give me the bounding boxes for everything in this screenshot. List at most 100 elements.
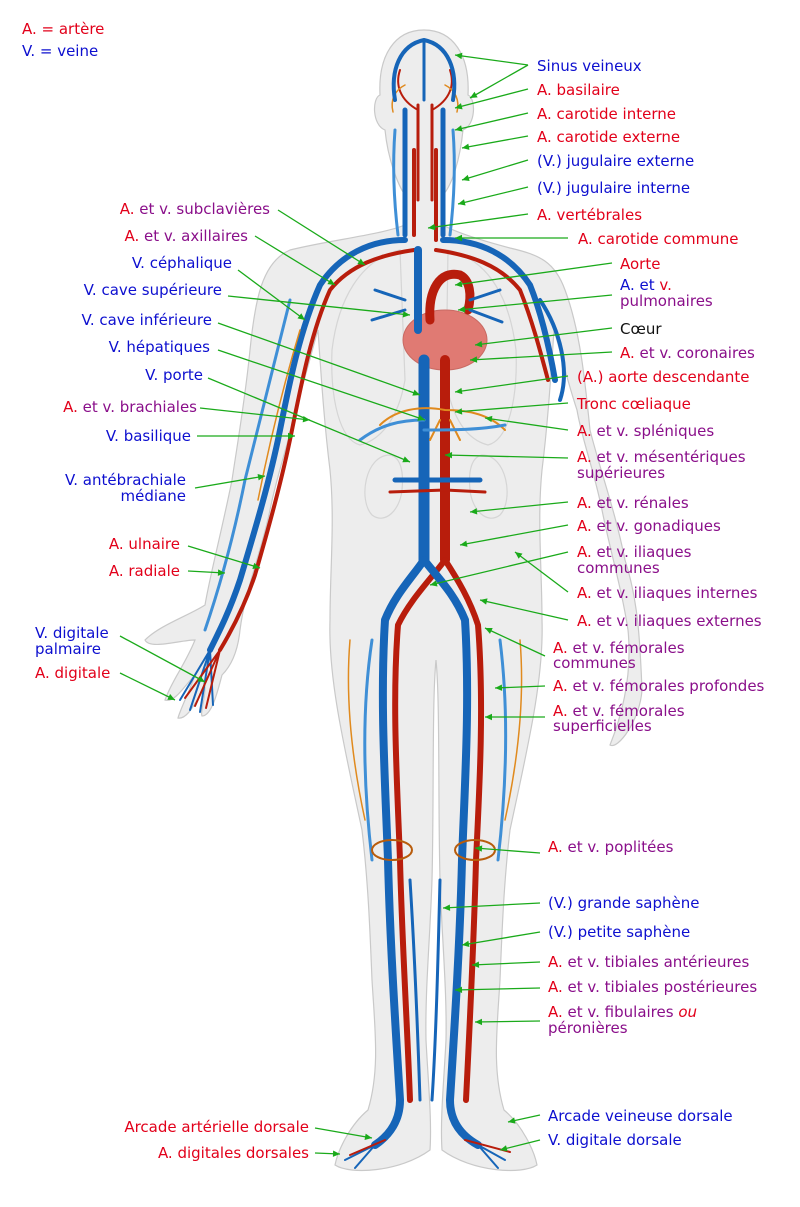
label-av-tibiales-anterieures: A. et v. tibiales antérieures [548,953,750,971]
leader-line [469,351,613,361]
label-v-cave-superieure: V. cave supérieure [84,281,222,299]
kidney-left-outline [364,454,404,519]
leader-line [494,685,546,689]
leader-arrowhead [443,904,451,911]
label-av-subclavieres: A. et v. subclavières [120,200,270,218]
label-part: et v. poplitées [568,838,674,856]
leader-line [457,294,613,311]
label-part: pulmonaires [620,292,713,310]
label-av-femorales-profondes: A. et v. fémorales profondes [553,677,765,695]
leader-arrowhead [364,1133,372,1140]
anatomy-labels: Sinus veineux A. basilaire A. carotide i… [35,57,765,1162]
label-part: V. digitale dorsale [548,1131,682,1149]
leader-line [454,88,529,109]
label-v-digitale-palmaire-line2: palmaire [35,640,101,658]
label-part: et v. coronaires [640,344,755,362]
leader-arrowhead [430,580,438,587]
leader-arrowhead [462,143,470,150]
leader-arrowhead [462,174,470,182]
label-part: Tronc cœliaque [576,395,691,413]
leader-line [484,417,569,431]
leader-line [461,135,529,149]
leader-line [469,501,569,513]
leader-line [119,672,176,701]
label-part: et v. gonadiques [597,517,721,535]
label-part: et v. brachiales [83,398,198,416]
leader-line [429,551,569,586]
leader-arrowhead [458,306,466,313]
label-part: péronières [548,1019,628,1037]
label-part: A. [577,584,597,602]
label-part: et v. axillaires [144,227,248,245]
lung-right-outline [445,249,517,446]
leader-arrowhead [455,52,463,60]
label-part: A. [553,639,573,657]
label-part: (V.) grande saphène [548,894,699,912]
label-part: et v. fibulaires [568,1003,679,1021]
label-av-tibiales-posterieures: A. et v. tibiales postérieures [548,978,757,996]
label-part: A. [620,344,640,362]
leader-line [469,64,529,99]
leader-arrowhead [455,103,463,110]
label-part: communes [577,559,660,577]
label-part: A. [553,677,573,695]
label-part: (V.) jugulaire externe [537,152,694,170]
leader-line [514,551,569,593]
label-av-femorales-communes-line2: communes [553,654,636,672]
label-part: A. carotide commune [578,230,738,248]
label-av-femorales-superficielles-line1: A. et v. fémorales [553,702,685,720]
label-v-grande-saphene: (V.) grande saphène [548,894,699,912]
label-part: V. cave inférieure [82,311,213,329]
label-part: et v. iliaques internes [597,584,758,602]
leader-lines [119,52,613,1157]
leader-arrowhead [480,598,488,605]
label-av-gonadiques: A. et v. gonadiques [577,517,721,535]
label-av-femorales-communes-line1: A. et v. fémorales [553,639,685,657]
leader-line [471,961,541,966]
label-a-vertebrales: A. vertébrales [537,206,642,224]
label-part: et v. fémorales [573,639,685,657]
label-sinus-veineux: Sinus veineux [537,57,642,75]
label-a-digitales-dorsales: A. digitales dorsales [158,1144,309,1162]
label-av-mesenteriques-line2: supérieures [577,464,665,482]
label-part: A. [548,1003,568,1021]
label-part: V. digitale [35,624,109,642]
label-v-antebrachiale-line2: médiane [121,487,186,505]
label-av-pulmonaires-line1: A. et v. [620,276,672,294]
label-v-jugulaire-interne: (V.) jugulaire interne [537,179,690,197]
label-a-carotide-interne: A. carotide interne [537,105,676,123]
leader-arrowhead [402,456,410,463]
leader-arrowhead [428,223,436,231]
leader-arrowhead [252,562,260,570]
label-v-cephalique: V. céphalique [132,254,232,272]
label-av-iliaques-internes: A. et v. iliaques internes [577,584,758,602]
leader-arrowhead [470,356,478,363]
label-part: A. basilaire [537,81,620,99]
leader-arrowhead [412,389,420,396]
label-a-digitale: A. digitale [35,664,110,682]
label-part: (A.) aorte descendante [577,368,750,386]
leader-arrowhead [217,569,225,576]
leader-arrowhead [508,1117,516,1124]
leader-arrowhead [445,451,453,459]
leader-line [227,295,411,316]
leader-arrowhead [167,694,175,700]
label-av-poplitees: A. et v. poplitées [548,838,674,856]
label-arcade-veineuse-dorsale: Arcade veineuse dorsale [548,1107,733,1125]
label-part: V. hépatiques [109,338,211,356]
label-v-hepatiques: V. hépatiques [109,338,211,356]
label-part: A. [125,227,145,245]
leader-arrowhead [357,258,365,265]
label-part: v. [659,276,671,294]
legend: A. = artère V. = veine [22,20,104,60]
leader-line [442,902,541,909]
label-part: A. [577,448,597,466]
leader-line [199,407,311,421]
label-a-aorte-descendante: (A.) aorte descendante [577,368,750,386]
leader-arrowhead [455,280,463,288]
label-part: et v. fémorales profondes [573,677,765,695]
leader-arrowhead [455,986,463,994]
label-av-renales: A. et v. rénales [577,494,689,512]
leader-line [454,987,541,991]
label-part: A. carotide interne [537,105,676,123]
